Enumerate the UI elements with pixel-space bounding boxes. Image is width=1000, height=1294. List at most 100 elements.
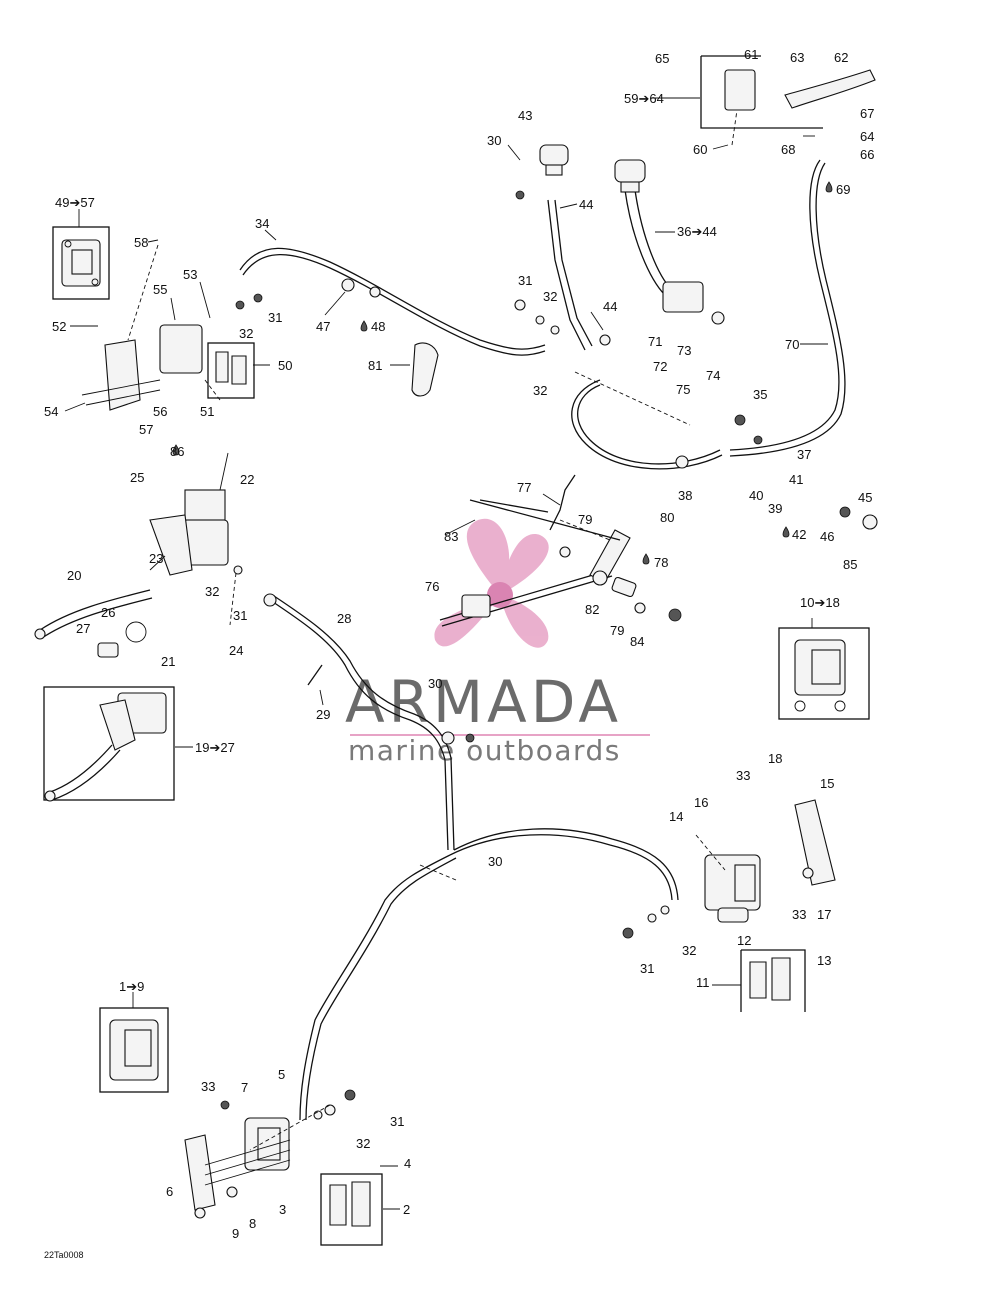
- callout-1-9: 1➔9: [119, 979, 144, 994]
- inset-master-cylinder-19-27: [43, 686, 175, 801]
- callout-22: 22: [240, 472, 254, 487]
- callout-35: 35: [753, 387, 767, 402]
- callout-61: 61: [744, 47, 758, 62]
- callout-51: 51: [200, 404, 214, 419]
- callout-71: 71: [648, 334, 662, 349]
- leader-lines: [64, 97, 828, 1210]
- callout-73: 73: [677, 343, 691, 358]
- callout-69: 69: [836, 182, 850, 197]
- callout-28: 28: [337, 611, 351, 626]
- bolt-83: [479, 499, 549, 513]
- master-cylinder-36: [662, 281, 725, 325]
- reservoir-36: [614, 159, 646, 193]
- callout-38: 38: [678, 488, 692, 503]
- callout-labels: 49➔57 58 53 55 52 32 31 50 54 56 51 57 3…: [44, 47, 874, 1241]
- inset-front-caliper-10-18: [778, 627, 870, 720]
- callout-68: 68: [781, 142, 795, 157]
- callout-58: 58: [134, 235, 148, 250]
- inset-handlebar-lever-59-64: [700, 55, 823, 129]
- hose-70: [729, 159, 846, 457]
- callout-80: 80: [660, 510, 674, 525]
- callout-64: 64: [860, 129, 874, 144]
- inset-brake-pads-2: [320, 1173, 383, 1246]
- callout-13: 13: [817, 953, 831, 968]
- callout-85: 85: [843, 557, 857, 572]
- callout-56: 56: [153, 404, 167, 419]
- callout-21: 21: [161, 654, 175, 669]
- callout-32c: 32: [533, 383, 547, 398]
- brake-pedal-linkage: [439, 474, 637, 627]
- brake-line-34: [239, 247, 546, 356]
- callout-19-27: 19➔27: [195, 740, 235, 755]
- callout-31a: 31: [268, 310, 282, 325]
- callout-43: 43: [518, 108, 532, 123]
- fluid-drop-icons: [172, 181, 833, 565]
- callout-29: 29: [316, 707, 330, 722]
- callout-60: 60: [693, 142, 707, 157]
- brake-pads-2-drawing: [329, 1181, 371, 1227]
- brake-pads-11-drawing: [749, 957, 791, 1001]
- callout-79b: 79: [610, 623, 624, 638]
- callout-12: 12: [737, 933, 751, 948]
- brake-line-28: [269, 595, 455, 851]
- inset-rear-caliper-drawing: [61, 239, 101, 287]
- rear-caliper-assembly-top: [81, 324, 203, 411]
- callout-23: 23: [149, 551, 163, 566]
- alignment-lines: [127, 109, 738, 1151]
- inset-brake-pads-50: [207, 342, 255, 399]
- callout-79a: 79: [578, 512, 592, 527]
- callout-74: 74: [706, 368, 720, 383]
- callout-47: 47: [316, 319, 330, 334]
- handlebar-lever-62: [724, 69, 876, 111]
- watermark-tagline: marine outboards: [348, 734, 621, 767]
- callout-48: 48: [371, 319, 385, 334]
- brake-pads-50-drawing: [215, 351, 247, 385]
- callout-82: 82: [585, 602, 599, 617]
- callout-44b: 44: [603, 299, 617, 314]
- callout-40: 40: [749, 488, 763, 503]
- callout-32d: 32: [205, 584, 219, 599]
- callout-27: 27: [76, 621, 90, 636]
- callout-32e: 32: [682, 943, 696, 958]
- callout-24: 24: [229, 643, 243, 658]
- callout-66: 66: [860, 147, 874, 162]
- callout-30b: 30: [428, 676, 442, 691]
- callout-11: 11: [696, 975, 710, 990]
- callout-34: 34: [255, 216, 269, 231]
- diagram-code: 22Ta0008: [44, 1250, 84, 1260]
- callout-26: 26: [101, 605, 115, 620]
- callout-86: 86: [170, 444, 184, 459]
- bracket-81: [411, 342, 439, 397]
- callout-41: 41: [789, 472, 803, 487]
- callout-31c: 31: [233, 608, 247, 623]
- callout-6: 6: [166, 1184, 173, 1199]
- front-caliper-assembly: [704, 799, 836, 923]
- callout-75: 75: [676, 382, 690, 397]
- callout-8: 8: [249, 1216, 256, 1231]
- callout-32f: 32: [356, 1136, 370, 1151]
- callout-63: 63: [790, 50, 804, 65]
- callout-31d: 31: [640, 961, 654, 976]
- callout-33c: 33: [201, 1079, 215, 1094]
- brake-line-44: [547, 199, 593, 351]
- front-caliper-10-18-drawing: [794, 639, 846, 712]
- hose-36-44: [624, 189, 673, 296]
- callout-9: 9: [232, 1226, 239, 1241]
- callout-10-18: 10➔18: [800, 595, 840, 610]
- callout-25: 25: [130, 470, 144, 485]
- callout-70: 70: [785, 337, 799, 352]
- callout-44a: 44: [579, 197, 593, 212]
- callout-3: 3: [279, 1202, 286, 1217]
- inset-rear-caliper-1-9: [99, 1007, 169, 1093]
- callout-55: 55: [153, 282, 167, 297]
- callout-54: 54: [44, 404, 58, 419]
- callout-16: 16: [694, 795, 708, 810]
- callout-30a: 30: [487, 133, 501, 148]
- callout-53: 53: [183, 267, 197, 282]
- callout-4: 4: [404, 1156, 411, 1171]
- callout-77: 77: [517, 480, 531, 495]
- fittings: [97, 190, 878, 1219]
- brake-line-loop-38: [571, 379, 723, 470]
